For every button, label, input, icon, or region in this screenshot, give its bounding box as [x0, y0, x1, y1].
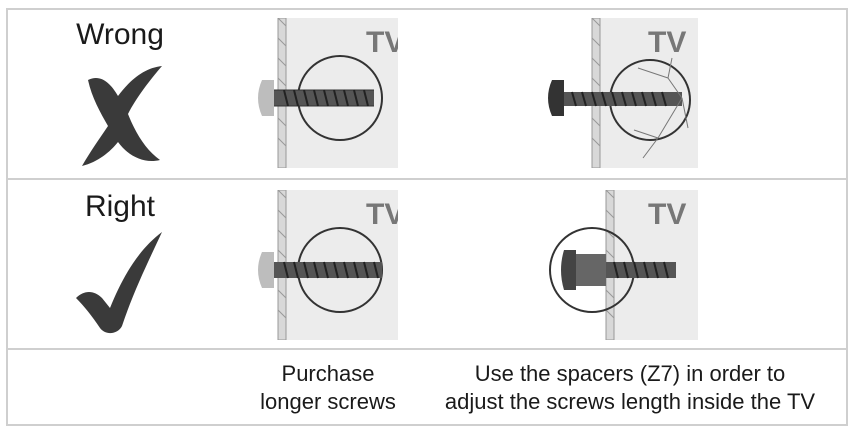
row-divider	[6, 178, 848, 180]
diagram-right-longer-screw: TV	[258, 190, 398, 340]
right-label: Right	[84, 190, 156, 223]
wrong-label: Wrong	[76, 18, 164, 51]
svg-text:TV: TV	[648, 198, 686, 231]
diagram-right-spacer: TV	[549, 190, 698, 340]
row-divider	[6, 348, 848, 350]
diagram-wrong-crack: TV	[548, 18, 698, 168]
svg-text:TV: TV	[648, 26, 686, 59]
table-frame	[6, 8, 848, 426]
caption-line: adjust the screws length inside the TV	[444, 389, 816, 414]
caption-spacers: Use the spacers (Z7) in order to adjust …	[428, 360, 832, 416]
svg-text:TV: TV	[366, 198, 398, 231]
cross-icon	[82, 66, 162, 166]
caption-line: Use the spacers (Z7) in order to	[474, 361, 786, 386]
check-icon	[76, 232, 162, 334]
diagram-wrong-short-screw: TV	[258, 18, 398, 168]
caption-line: longer screws	[260, 389, 396, 414]
caption-longer-screws: Purchase longer screws	[248, 360, 408, 416]
caption-line: Purchase	[281, 361, 375, 386]
tv-label: TV	[366, 26, 398, 59]
